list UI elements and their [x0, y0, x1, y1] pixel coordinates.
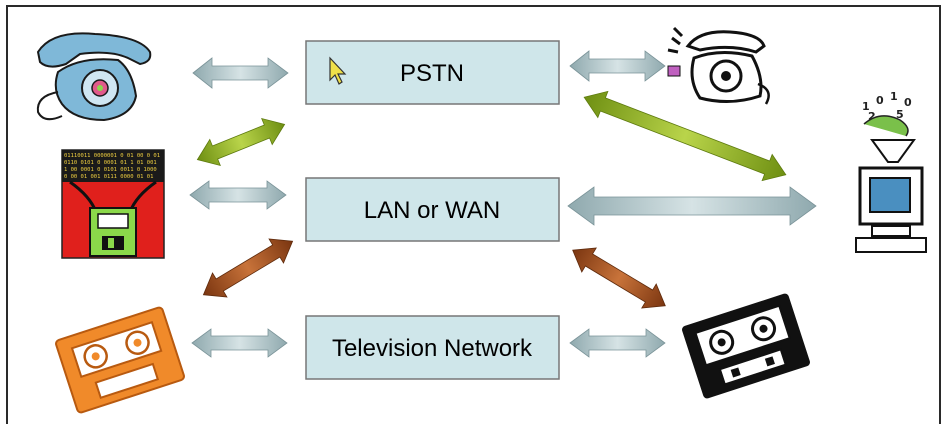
- blue-telephone-icon: [36, 32, 152, 122]
- orange-cassette-tape-icon: [55, 306, 185, 414]
- svg-text:2: 2: [868, 110, 876, 123]
- arrow-pstn-computer: [583, 90, 787, 182]
- pstn-label: PSTN: [400, 60, 464, 87]
- arrow-pstn-phone: [569, 50, 666, 82]
- arrow-tape-tv: [191, 328, 288, 358]
- arrow-lan-computer: [567, 186, 817, 226]
- svg-text:0: 0: [876, 94, 884, 107]
- tv-network-box: Television Network: [305, 315, 560, 380]
- arrow-disk-pstn: [196, 117, 286, 167]
- black-telephone-icon: [667, 26, 770, 105]
- svg-text:0 00 01 001 0111 0000 01 01: 0 00 01 001 0111 0000 01 01: [64, 174, 153, 180]
- svg-text:1 00 0001 0 0101 0011 0 1000: 1 00 0001 0 0101 0011 0 1000: [64, 167, 157, 173]
- svg-text:0110 0101 0 0001 01 1 01 001: 0110 0101 0 0001 01 1 01 001: [64, 160, 157, 166]
- floppy-disk-data-icon: 01110011 0000001 0 01 00 0 01 0110 0101 …: [61, 149, 165, 259]
- diagram-frame: [6, 5, 941, 424]
- tv-network-label: Television Network: [332, 335, 533, 362]
- arrow-tape-lan: [202, 238, 294, 298]
- svg-text:01110011 0000001 0 01 00 0 01: 01110011 0000001 0 01 00 0 01: [64, 153, 160, 159]
- arrow-disk-lan: [189, 180, 287, 210]
- arrow-lan-tape: [572, 247, 666, 309]
- mouse-cursor-icon: [329, 56, 347, 85]
- lan-wan-label: LAN or WAN: [364, 197, 500, 224]
- svg-text:1: 1: [862, 100, 870, 113]
- black-cassette-tape-icon: [682, 293, 810, 399]
- svg-text:5: 5: [896, 108, 904, 121]
- svg-text:1: 1: [890, 90, 898, 103]
- svg-text:0: 0: [904, 96, 912, 109]
- arrow-tv-tape: [569, 328, 666, 358]
- pstn-box: PSTN: [305, 40, 560, 105]
- lan-wan-box: LAN or WAN: [305, 177, 560, 242]
- arrow-phone-pstn: [192, 57, 289, 89]
